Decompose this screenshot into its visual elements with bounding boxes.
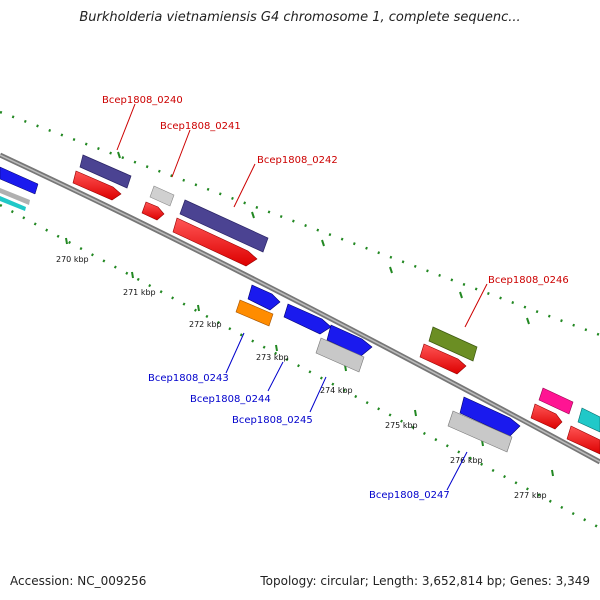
gene-label-0247[interactable]: Bcep1808_0247 bbox=[369, 490, 450, 501]
leader-0244 bbox=[267, 361, 284, 392]
leader-0245 bbox=[309, 376, 327, 413]
gene-0247-cds[interactable] bbox=[447, 410, 513, 453]
outer-major-ticks bbox=[117, 151, 530, 325]
chromosome-backbone bbox=[0, 152, 600, 465]
tick-label-277: 277 kbp bbox=[514, 491, 547, 500]
outer-tick-track bbox=[0, 110, 600, 337]
leader-0241 bbox=[171, 129, 191, 178]
map-title: Burkholderia vietnamiensis G4 chromosome… bbox=[79, 10, 521, 25]
feature-right-cyan[interactable] bbox=[577, 407, 600, 433]
gene-0243-product[interactable] bbox=[247, 284, 281, 311]
gene-0242-cds[interactable] bbox=[172, 217, 258, 267]
gene-label-0240[interactable]: Bcep1808_0240 bbox=[102, 95, 183, 106]
gene-label-0242[interactable]: Bcep1808_0242 bbox=[257, 155, 338, 166]
leader-0240 bbox=[116, 103, 136, 151]
tick-label-273: 273 kbp bbox=[256, 353, 289, 362]
inner-tick-track bbox=[0, 203, 600, 530]
gene-label-0241[interactable]: Bcep1808_0241 bbox=[160, 121, 241, 132]
feature-right-magenta[interactable] bbox=[538, 387, 574, 415]
gene-0244-product[interactable] bbox=[283, 303, 332, 335]
tick-label-271: 271 kbp bbox=[123, 288, 156, 297]
gene-0240-product[interactable] bbox=[79, 154, 132, 189]
gene-0246-product[interactable] bbox=[428, 326, 478, 362]
tick-label-275: 275 kbp bbox=[385, 421, 418, 430]
tick-label-272: 272 kbp bbox=[189, 320, 222, 329]
gene-0243-cds[interactable] bbox=[235, 299, 274, 327]
gene-0245-product[interactable] bbox=[326, 324, 373, 357]
gene-label-0245[interactable]: Bcep1808_0245 bbox=[232, 415, 313, 426]
leader-0246 bbox=[464, 283, 488, 328]
leader-0242 bbox=[233, 163, 256, 208]
gene-label-0244[interactable]: Bcep1808_0244 bbox=[190, 394, 271, 405]
gene-label-0243[interactable]: Bcep1808_0243 bbox=[148, 373, 229, 384]
feature-right-red[interactable] bbox=[530, 403, 563, 430]
gene-0242-product[interactable] bbox=[179, 199, 269, 253]
tick-label-270: 270 kbp bbox=[56, 255, 89, 264]
feature-left-blue[interactable] bbox=[0, 166, 39, 211]
gene-label-0246[interactable]: Bcep1808_0246 bbox=[488, 275, 569, 286]
accession-text: Accession: NC_009256 bbox=[10, 574, 147, 588]
gene-0241-product[interactable] bbox=[149, 185, 175, 207]
feature-right-red-2[interactable] bbox=[566, 425, 600, 455]
leader-0243 bbox=[225, 332, 245, 374]
gene-0246-cds[interactable] bbox=[419, 343, 467, 375]
gene-0241-cds[interactable] bbox=[141, 201, 165, 221]
topology-summary: Topology: circular; Length: 3,652,814 bp… bbox=[260, 574, 590, 588]
gene-0240-cds[interactable] bbox=[72, 170, 122, 201]
leader-0247 bbox=[446, 451, 468, 491]
gene-0247-product[interactable] bbox=[459, 396, 521, 437]
gene-0245-cds[interactable] bbox=[315, 337, 365, 373]
tick-label-276: 276 kbp bbox=[450, 456, 483, 465]
tick-label-274: 274 kbp bbox=[320, 386, 353, 395]
